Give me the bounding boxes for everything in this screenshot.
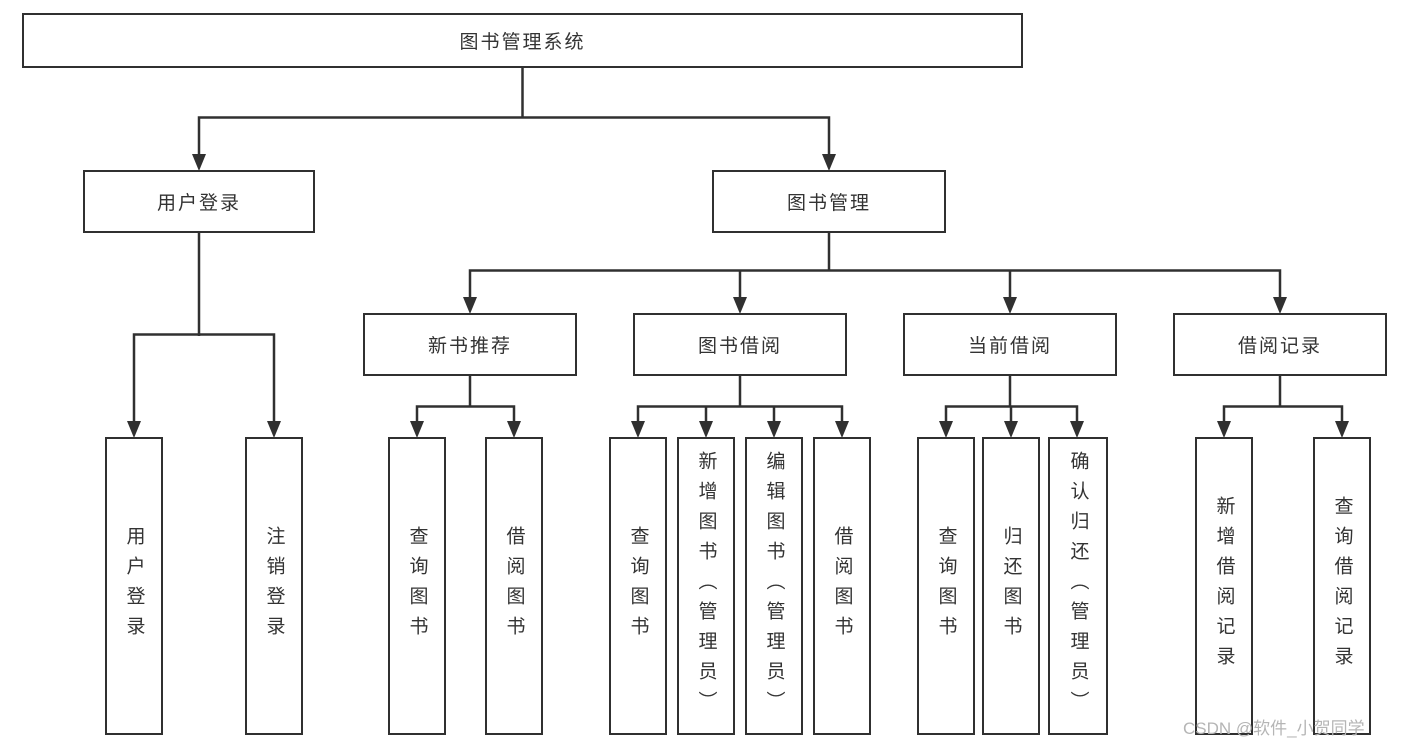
node-new-book-recommend: 新书推荐 — [363, 313, 577, 376]
node-borrowing-records-label: 借阅记录 — [1237, 336, 1322, 357]
leaf-logout: 注销登录 — [245, 437, 303, 735]
connector-user-login-children — [127, 233, 281, 438]
leaf-query-books-borrowing-label: 查询图书 — [627, 526, 649, 646]
leaf-return-books: 归还图书 — [982, 437, 1040, 735]
node-new-book-recommend-label: 新书推荐 — [427, 336, 512, 357]
leaf-query-books-current: 查询图书 — [917, 437, 975, 735]
leaf-add-books-admin-label: 新增图书（管理员） — [695, 451, 717, 721]
leaf-query-borrow-record: 查询借阅记录 — [1313, 437, 1371, 735]
connector-book-management-children — [463, 233, 1287, 314]
node-book-borrowing-label: 图书借阅 — [697, 336, 782, 357]
leaf-query-books-borrowing: 查询图书 — [609, 437, 667, 735]
leaf-borrow-books-recommend-label: 借阅图书 — [503, 526, 525, 646]
leaf-edit-books-admin: 编辑图书（管理员） — [745, 437, 803, 735]
leaf-user-login-label: 用户登录 — [123, 526, 145, 646]
leaf-query-books-recommend-label: 查询图书 — [406, 526, 428, 646]
leaf-query-books-recommend: 查询图书 — [388, 437, 446, 735]
leaf-edit-books-admin-label: 编辑图书（管理员） — [763, 451, 785, 721]
node-user-login: 用户登录 — [83, 170, 315, 233]
leaf-confirm-return-admin: 确认归还（管理员） — [1048, 437, 1108, 735]
connector-root-to-level1 — [192, 68, 836, 171]
node-book-borrowing: 图书借阅 — [633, 313, 847, 376]
node-current-borrowing: 当前借阅 — [903, 313, 1117, 376]
leaf-add-books-admin: 新增图书（管理员） — [677, 437, 735, 735]
node-root-system: 图书管理系统 — [22, 13, 1023, 68]
node-borrowing-records: 借阅记录 — [1173, 313, 1387, 376]
leaf-query-books-current-label: 查询图书 — [935, 526, 957, 646]
node-current-borrowing-label: 当前借阅 — [967, 336, 1052, 357]
leaf-borrow-books-borrowing-label: 借阅图书 — [831, 526, 853, 646]
connector-current-borrowing-children — [939, 376, 1084, 438]
csdn-watermark: CSDN @软件_小贺同学 — [1183, 719, 1365, 738]
leaf-confirm-return-admin-label: 确认归还（管理员） — [1067, 451, 1089, 721]
connector-book-borrowing-children — [631, 376, 849, 438]
node-book-management-label: 图书管理 — [786, 193, 871, 214]
leaf-add-borrow-record: 新增借阅记录 — [1195, 437, 1253, 735]
leaf-query-borrow-record-label: 查询借阅记录 — [1331, 496, 1353, 676]
leaf-return-books-label: 归还图书 — [1000, 526, 1022, 646]
node-user-login-label: 用户登录 — [156, 193, 241, 214]
node-book-management: 图书管理 — [712, 170, 946, 233]
leaf-borrow-books-recommend: 借阅图书 — [485, 437, 543, 735]
leaf-borrow-books-borrowing: 借阅图书 — [813, 437, 871, 735]
connector-new-book-recommend-children — [410, 376, 521, 438]
leaf-logout-label: 注销登录 — [263, 526, 285, 646]
leaf-user-login: 用户登录 — [105, 437, 163, 735]
node-root-label: 图书管理系统 — [459, 32, 586, 53]
connector-borrowing-records-children — [1217, 376, 1349, 438]
leaf-add-borrow-record-label: 新增借阅记录 — [1213, 496, 1235, 676]
